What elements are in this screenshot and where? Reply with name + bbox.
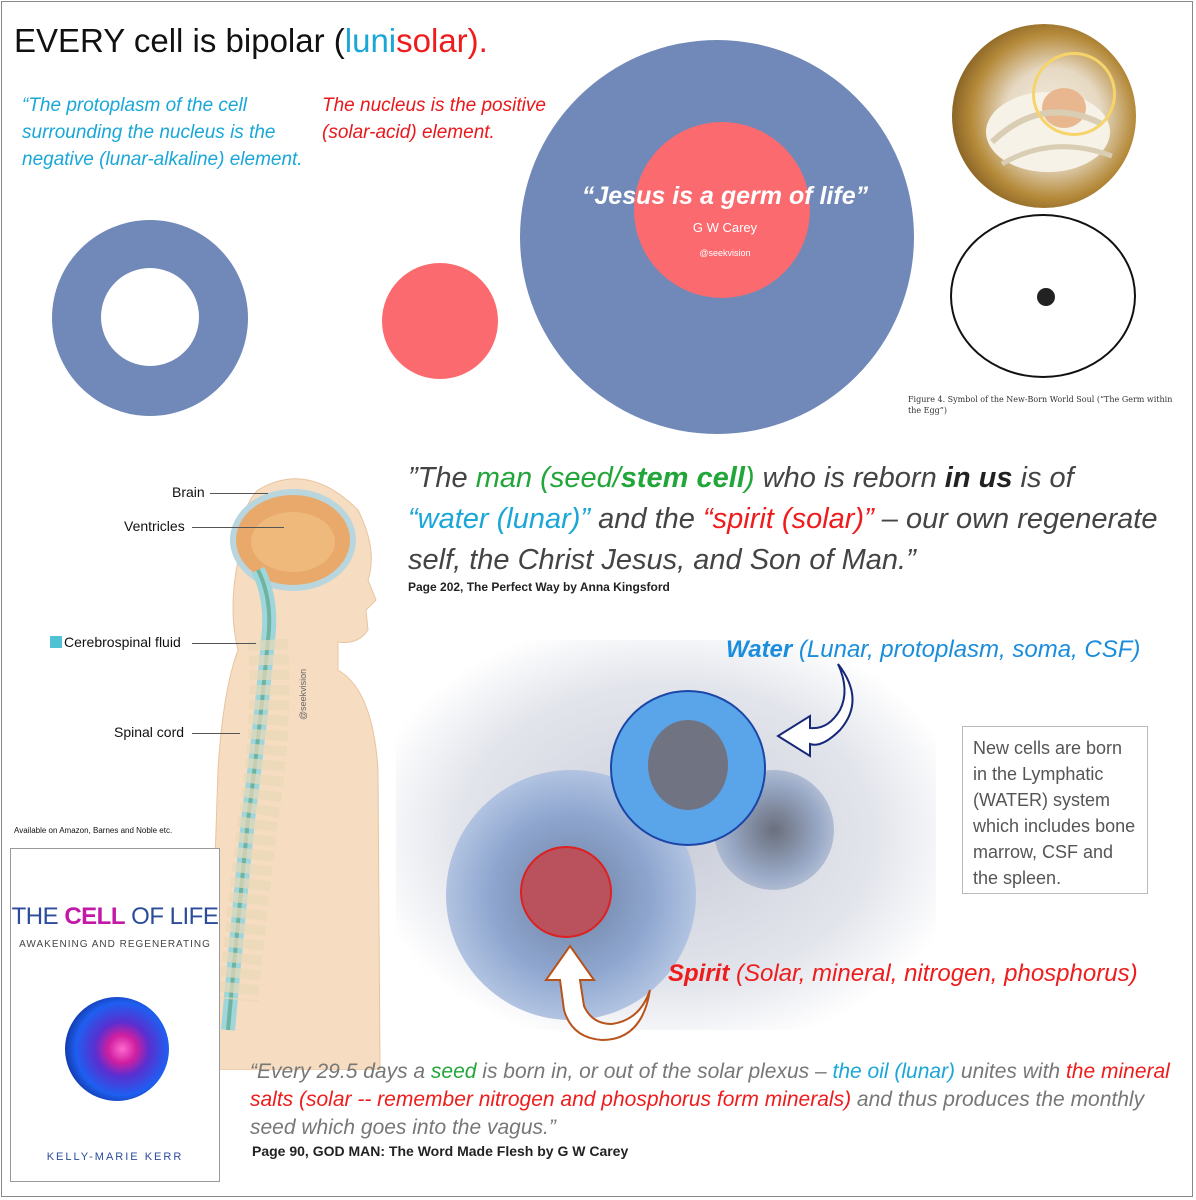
quote1-end: – our own regenerate self, the Christ Je…: [408, 503, 1158, 576]
book-subtitle: AWAKENING AND REGENERATING: [19, 939, 211, 950]
title-prefix: EVERY cell is bipolar (: [14, 22, 345, 59]
water-label: Water (Lunar, protoplasm, soma, CSF): [726, 636, 1140, 664]
quote2-end: and thus produces the monthly seed which…: [250, 1088, 1145, 1139]
book-title-of-life: OF LIFE: [124, 903, 219, 930]
watermark-handle: @seekvision: [699, 248, 751, 258]
kingsford-source: Page 202, The Perfect Way by Anna Kingsf…: [408, 580, 670, 594]
label-csf: Cerebrospinal fluid: [64, 634, 181, 650]
kingsford-quote: ”The man (seed/stem cell) who is reborn …: [408, 458, 1178, 581]
label-spinal-cord: Spinal cord: [114, 724, 185, 740]
halo-icon: [1032, 52, 1116, 136]
cell-nucleus-circle: [634, 122, 810, 298]
quote1-spirit: “spirit (solar)”: [702, 503, 874, 535]
quote1-man: man (seed/: [475, 462, 621, 494]
water-cell-core: [648, 720, 728, 810]
quote1-is-of: is of: [1012, 462, 1074, 494]
csf-leader-line: [192, 643, 256, 644]
world-soul-circle: [950, 214, 1136, 378]
quote1-water: “water (lunar)”: [408, 503, 591, 535]
germ-of-life-quote: “Jesus is a germ of life”: [581, 182, 869, 210]
nucleus-circle: [382, 263, 498, 379]
carey-source: Page 90, GOD MAN: The Word Made Flesh by…: [252, 1143, 629, 1159]
germ-quote-author: G W Carey: [692, 220, 758, 235]
title-solar: solar).: [396, 22, 488, 59]
lymphatic-note: New cells are born in the Lymphatic (WAT…: [962, 726, 1148, 894]
water-label-bold: Water: [726, 636, 793, 663]
spirit-label: Spirit (Solar, mineral, nitrogen, phosph…: [668, 960, 1138, 988]
brain-leader-line: [210, 493, 268, 494]
quote2-seed: seed: [430, 1060, 477, 1083]
quote1-and-the: and the: [590, 503, 703, 535]
availability-note: Available on Amazon, Barnes and Noble et…: [14, 826, 173, 835]
water-arrow-icon: [776, 663, 854, 758]
page-title: EVERY cell is bipolar (lunisolar).: [14, 22, 488, 60]
spirit-arrow-icon: [544, 944, 651, 1042]
book-author: KELLY-MARIE KERR: [46, 1151, 184, 1163]
book-title-cell: CELL: [64, 903, 125, 930]
protoplasm-ring-hole: [101, 268, 199, 366]
book-title-the: THE: [11, 903, 65, 930]
title-luni: luni: [344, 22, 397, 59]
spinal-leader-line: [192, 733, 240, 734]
water-label-rest: (Lunar, protoplasm, soma, CSF): [792, 636, 1141, 663]
quote1-close-paren: ): [744, 462, 755, 494]
figure-caption: Figure 4. Symbol of the New-Born World S…: [908, 395, 1173, 415]
anatomy-figure: [207, 478, 381, 1070]
quote1-open: ”The: [408, 462, 476, 494]
quote2-start: “Every 29.5 days a: [250, 1060, 431, 1083]
carey-quote: “Every 29.5 days a seed is born in, or o…: [250, 1058, 1170, 1142]
nucleus-text: The nucleus is the positive (solar-acid)…: [322, 95, 546, 143]
csf-legend-swatch: [50, 636, 62, 648]
spirit-label-bold: Spirit: [668, 960, 730, 987]
quote2-unites: unites with: [955, 1060, 1066, 1083]
quote2-born: is born in, or out of the solar plexus –: [476, 1060, 833, 1083]
quote2-minerals: the mineral salts (solar -- remember nit…: [250, 1060, 1170, 1111]
ventricles-leader-line: [192, 527, 284, 528]
book-cover: THE CELL OF LIFE AWAKENING AND REGENERAT…: [10, 848, 220, 1182]
quote2-oil: the oil (lunar): [832, 1060, 956, 1083]
spirit-label-rest: (Solar, mineral, nitrogen, phosphorus): [729, 960, 1138, 987]
label-brain: Brain: [172, 484, 205, 500]
spirit-cell: [520, 846, 612, 938]
quote1-reborn: who is reborn: [754, 462, 945, 494]
cell-orb-image: [65, 997, 169, 1101]
quote1-in-us: in us: [944, 462, 1013, 494]
book-title: THE CELL OF LIFE: [11, 903, 219, 931]
body-watermark: @seekvision: [298, 668, 308, 720]
germ-dot: [1037, 288, 1055, 306]
label-ventricles: Ventricles: [124, 518, 185, 534]
quote1-stem-cell: stem cell: [620, 462, 745, 494]
protoplasm-text: “The protoplasm of the cell surrounding …: [22, 95, 303, 170]
